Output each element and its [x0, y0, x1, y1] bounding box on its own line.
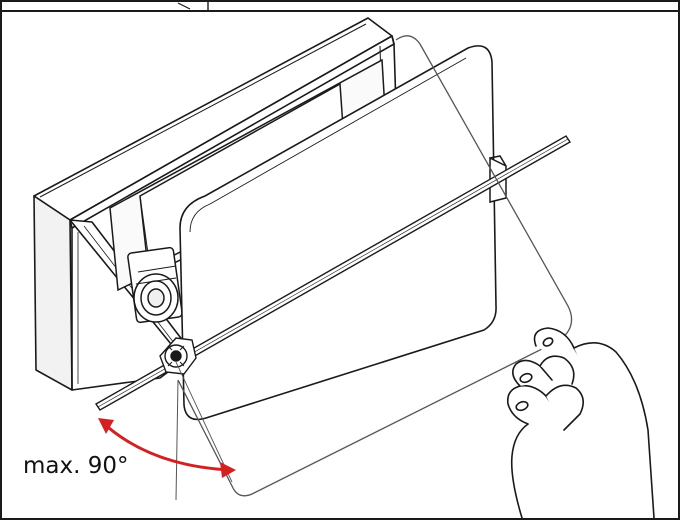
- angle-arc: [100, 420, 232, 472]
- transparent-cover-open: [175, 35, 573, 501]
- cable-gland: [127, 246, 183, 324]
- max-angle-label: max. 90°: [23, 453, 129, 479]
- angle-arrowheads: [98, 418, 236, 478]
- hinge-knob: [159, 337, 197, 375]
- housing: [33, 17, 399, 391]
- cover-plate: [179, 45, 497, 421]
- hand-illustration: [506, 327, 655, 519]
